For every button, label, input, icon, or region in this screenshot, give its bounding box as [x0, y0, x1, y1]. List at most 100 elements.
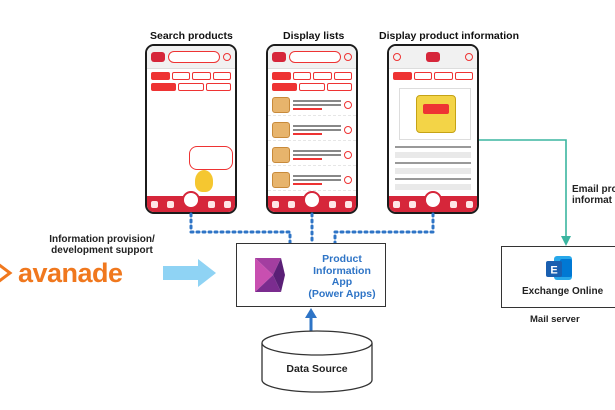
- product-information-app-box: Product Information App (Power Apps): [236, 243, 386, 307]
- filter-chips: [268, 80, 356, 91]
- chip[interactable]: [333, 72, 352, 80]
- chip[interactable]: [192, 72, 211, 80]
- nav-icon[interactable]: [166, 200, 174, 208]
- info-icon[interactable]: [344, 176, 352, 184]
- nav-icon[interactable]: [329, 200, 337, 208]
- search-nav-icon[interactable]: [302, 191, 321, 209]
- nav-icon[interactable]: [393, 200, 401, 208]
- title-display-lists: Display lists: [283, 30, 345, 42]
- svg-text:E: E: [550, 265, 557, 277]
- list-item[interactable]: [268, 116, 356, 141]
- phone-top-bar: [389, 46, 477, 69]
- phone-top-bar: [268, 46, 356, 69]
- support-caption-line: development support: [51, 245, 153, 256]
- back-icon[interactable]: [393, 53, 401, 61]
- chip[interactable]: [171, 72, 190, 80]
- app-label-line: Information: [313, 264, 371, 277]
- support-caption-line: Information provision/: [49, 234, 155, 245]
- instant-noodle-package-icon: [416, 95, 456, 133]
- info-icon[interactable]: [344, 101, 352, 109]
- support-arrow-body: [163, 266, 199, 280]
- nav-icon[interactable]: [344, 200, 352, 208]
- app-label: Product Information App (Power Apps): [299, 253, 385, 300]
- filter-chips: [268, 69, 356, 80]
- database-icon: [261, 330, 373, 393]
- tab[interactable]: [434, 72, 453, 80]
- avanade-logo-icon: [0, 263, 13, 283]
- mail-server-label: Mail server: [530, 314, 580, 325]
- bottom-nav: [147, 191, 235, 212]
- title-search-products: Search products: [150, 30, 233, 42]
- search-input[interactable]: [168, 51, 220, 63]
- exchange-icon: E: [546, 256, 572, 280]
- email-label-line: Email pro: [572, 184, 615, 195]
- bottom-nav: [268, 191, 356, 212]
- nav-icon[interactable]: [465, 200, 473, 208]
- tab[interactable]: [454, 72, 473, 80]
- dotted-connector-info: [333, 212, 435, 245]
- nav-icon[interactable]: [287, 200, 295, 208]
- chip[interactable]: [272, 72, 291, 80]
- phone-search-products: [145, 44, 237, 214]
- app-logo-icon: [426, 52, 440, 62]
- chip[interactable]: [326, 83, 352, 91]
- chip[interactable]: [299, 83, 325, 91]
- nav-icon[interactable]: [151, 200, 159, 208]
- dotted-connector-search: [189, 212, 292, 245]
- app-label-line: Product: [322, 253, 362, 265]
- mascot-chick-icon: [195, 170, 213, 192]
- nav-icon[interactable]: [272, 200, 280, 208]
- app-label-line: App: [331, 276, 353, 288]
- avanade-brand: avanade: [18, 258, 123, 288]
- app-logo-icon: [272, 52, 286, 62]
- detail-tabs: [389, 69, 477, 80]
- filter-chips: [147, 69, 235, 80]
- arrow-up-icon: [305, 308, 317, 318]
- nav-icon[interactable]: [208, 200, 216, 208]
- search-input[interactable]: [289, 51, 341, 63]
- chip[interactable]: [272, 83, 298, 91]
- close-icon[interactable]: [465, 53, 473, 61]
- product-image: [399, 88, 471, 140]
- phone-top-bar: [147, 46, 235, 69]
- search-icon[interactable]: [223, 53, 231, 61]
- email-arrow: [479, 139, 567, 238]
- chip[interactable]: [205, 83, 231, 91]
- tab[interactable]: [393, 72, 412, 80]
- nav-icon[interactable]: [223, 200, 231, 208]
- chip[interactable]: [212, 72, 231, 80]
- product-thumbnail: [272, 122, 290, 138]
- filter-chips: [147, 80, 235, 91]
- search-icon[interactable]: [344, 53, 352, 61]
- phone-display-product-information: [387, 44, 479, 214]
- info-icon[interactable]: [344, 126, 352, 134]
- tab[interactable]: [413, 72, 432, 80]
- nav-icon[interactable]: [450, 200, 458, 208]
- product-thumbnail: [272, 147, 290, 163]
- exchange-online-box: E Exchange Online: [501, 246, 615, 308]
- list-item[interactable]: [268, 166, 356, 191]
- app-label-line: (Power Apps): [308, 287, 376, 300]
- search-nav-icon[interactable]: [181, 191, 200, 209]
- power-apps-icon: [255, 258, 285, 292]
- chip[interactable]: [151, 72, 170, 80]
- product-thumbnail: [272, 172, 290, 188]
- chip[interactable]: [292, 72, 311, 80]
- search-nav-icon[interactable]: [423, 191, 442, 209]
- chip[interactable]: [151, 83, 177, 91]
- list-item[interactable]: [268, 141, 356, 166]
- email-arrowhead-icon: [561, 236, 571, 246]
- bottom-nav: [389, 191, 477, 212]
- nav-icon[interactable]: [408, 200, 416, 208]
- app-logo-icon: [151, 52, 165, 62]
- support-caption: Information provision/ development suppo…: [22, 234, 182, 256]
- exchange-online-label: Exchange Online: [522, 286, 604, 297]
- chip[interactable]: [178, 83, 204, 91]
- chip[interactable]: [313, 72, 332, 80]
- speech-bubble: [189, 146, 233, 170]
- arrow-right-icon: [198, 259, 216, 287]
- list-item[interactable]: [268, 91, 356, 116]
- info-icon[interactable]: [344, 151, 352, 159]
- phone-display-lists: [266, 44, 358, 214]
